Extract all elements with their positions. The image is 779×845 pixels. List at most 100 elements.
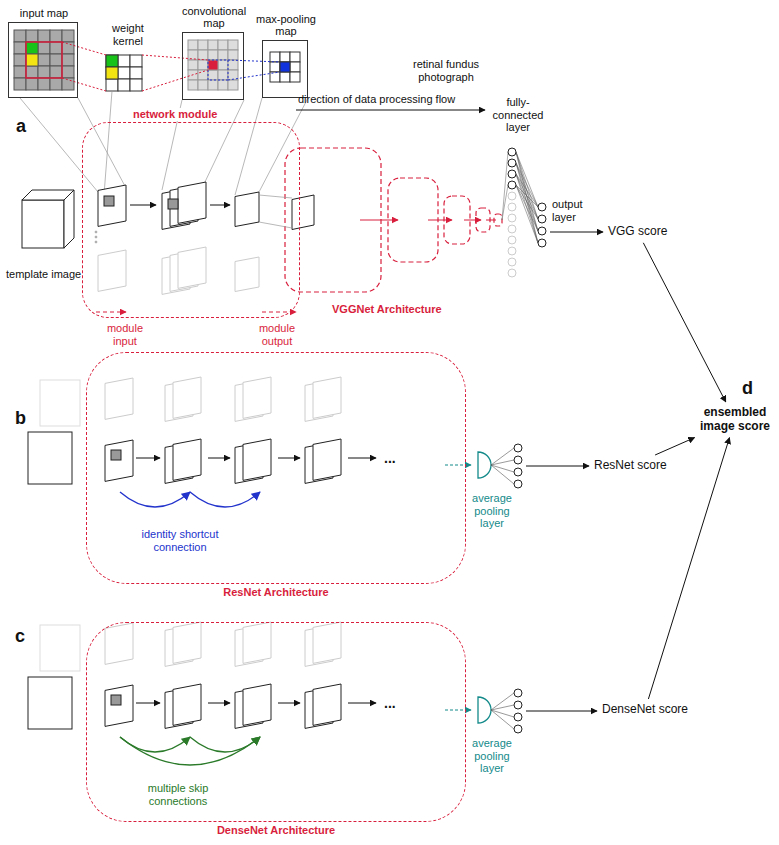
guide-line bbox=[235, 98, 262, 195]
conv-cell bbox=[208, 40, 218, 50]
output-neuron bbox=[514, 701, 522, 709]
pool-cell bbox=[280, 62, 290, 72]
conv-cell bbox=[218, 40, 228, 50]
conv-cell bbox=[218, 50, 228, 60]
kernel-cell bbox=[118, 79, 130, 91]
weight-line bbox=[491, 460, 514, 465]
fc-neuron bbox=[508, 269, 516, 277]
weight-line bbox=[516, 185, 538, 243]
guide-line bbox=[20, 98, 98, 192]
pool-cell bbox=[270, 62, 280, 72]
feature-map bbox=[178, 182, 206, 223]
inset-label: retinal fundus photograph bbox=[405, 58, 487, 83]
skip-connection bbox=[190, 492, 260, 507]
node-heading: network module bbox=[131, 108, 219, 121]
ellipsis-dot bbox=[95, 231, 97, 233]
template-image bbox=[40, 625, 80, 671]
fc-neuron bbox=[508, 170, 516, 178]
pool-cell bbox=[270, 72, 280, 82]
flow-arrow bbox=[348, 458, 376, 459]
feature-map bbox=[243, 377, 271, 418]
kernel-cell bbox=[106, 67, 118, 79]
pool-cell bbox=[290, 72, 300, 82]
conv-cell bbox=[218, 70, 228, 80]
flow-arrow bbox=[210, 205, 230, 206]
node-label: ResNet score bbox=[594, 459, 667, 473]
conv-cell bbox=[198, 80, 208, 90]
output-neuron bbox=[538, 239, 546, 247]
input-grid-cell bbox=[26, 78, 38, 90]
feature-map bbox=[235, 257, 259, 292]
conv-cell bbox=[198, 50, 208, 60]
weight-line bbox=[516, 185, 538, 231]
ellipsis-dot bbox=[95, 241, 97, 243]
conv-cell bbox=[228, 80, 238, 90]
pool-cell bbox=[280, 72, 290, 82]
mapping-line bbox=[228, 60, 280, 62]
kernel-cell bbox=[118, 55, 130, 67]
kernel-cell bbox=[106, 55, 118, 67]
fc-neuron bbox=[508, 181, 516, 189]
ensembled-score-node: ensembled image score bbox=[696, 406, 774, 434]
score-connector bbox=[648, 438, 729, 699]
output-neuron bbox=[538, 203, 546, 211]
feature-map bbox=[173, 622, 201, 663]
input-grid-cell bbox=[38, 54, 50, 66]
input-grid-cell bbox=[50, 42, 62, 54]
kernel-cell bbox=[130, 67, 142, 79]
score-connector bbox=[655, 438, 695, 455]
flow-label: direction of data processing flow bbox=[298, 93, 455, 106]
conv-cell bbox=[228, 50, 238, 60]
node-heading: input map bbox=[0, 7, 89, 20]
feature-map bbox=[173, 684, 201, 725]
input-grid-cell bbox=[14, 66, 26, 78]
weight-line bbox=[516, 174, 538, 243]
convolutional-map-box: convolutional map bbox=[182, 32, 244, 100]
input-grid-cell bbox=[38, 30, 50, 42]
conv-cell bbox=[198, 40, 208, 50]
conv-cell bbox=[188, 40, 198, 50]
guide-line bbox=[259, 222, 292, 228]
mapping-line bbox=[62, 78, 106, 91]
pool-output-cell bbox=[280, 62, 290, 72]
densenet-architecture: DenseNet Architecture bbox=[86, 622, 466, 822]
continuation-dots: ... bbox=[384, 695, 396, 711]
conv-cell bbox=[228, 40, 238, 50]
guide-line bbox=[502, 152, 508, 220]
kernel-cell bbox=[106, 79, 118, 91]
weight-line bbox=[491, 448, 514, 465]
input-grid-cell bbox=[62, 54, 74, 66]
flow-arrow bbox=[486, 220, 496, 221]
flow-arrow bbox=[278, 703, 300, 704]
output-neuron bbox=[514, 456, 522, 464]
flow-arrow bbox=[208, 703, 230, 704]
input-grid-cell bbox=[62, 30, 74, 42]
fc-neuron bbox=[508, 203, 516, 211]
input-grid-cell bbox=[14, 78, 26, 90]
node-heading: DenseNet Architecture bbox=[87, 824, 465, 837]
template-image bbox=[64, 190, 74, 248]
conv-cell bbox=[188, 60, 198, 70]
skip-connection bbox=[120, 492, 190, 507]
flow-arrow bbox=[136, 703, 160, 704]
feature-map bbox=[313, 684, 341, 725]
receptive-field bbox=[26, 42, 62, 78]
conv-cell bbox=[208, 80, 218, 90]
pooling-arrow bbox=[445, 465, 471, 466]
input-grid-cell bbox=[26, 54, 38, 66]
conv-cell bbox=[188, 80, 198, 90]
guide-line bbox=[502, 185, 508, 220]
fc-neuron bbox=[508, 159, 516, 167]
average-pooling-symbol bbox=[478, 452, 491, 478]
input-grid-cell bbox=[38, 66, 50, 78]
vggnet-architecture: VGGNet Architecture bbox=[282, 140, 502, 318]
weight-line bbox=[516, 152, 538, 231]
pooling-window bbox=[208, 60, 228, 80]
flow-arrow bbox=[130, 205, 156, 206]
kernel-cell bbox=[118, 67, 130, 79]
feature-map bbox=[243, 622, 271, 663]
node-heading: convolutional map bbox=[174, 5, 254, 30]
conv-cell bbox=[208, 70, 218, 80]
